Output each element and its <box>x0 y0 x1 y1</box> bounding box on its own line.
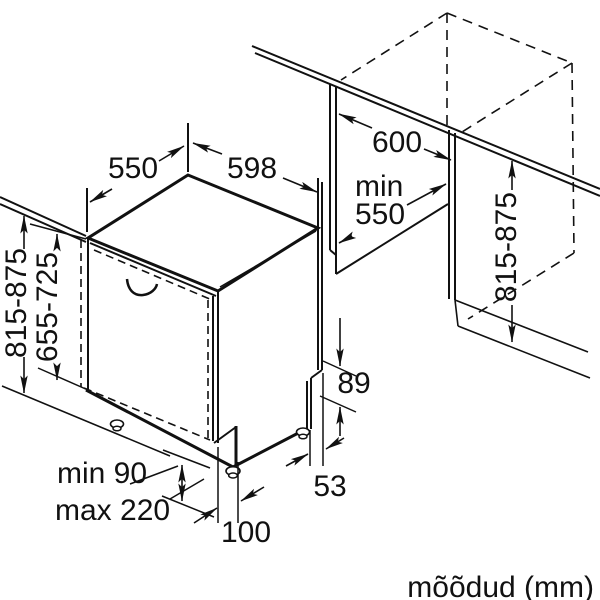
dim-line <box>338 231 357 244</box>
dim-line <box>282 177 318 193</box>
adjustable-feet <box>109 419 311 479</box>
bottom-extension-lines <box>217 360 357 523</box>
dim-front-foot: 100 <box>193 486 271 549</box>
dim-left-height-label: 815-875 <box>0 248 33 358</box>
dim-worktop-depth-label: 600 <box>372 126 422 159</box>
dim-rear-clearance: 89 <box>336 318 371 436</box>
foot-left-base <box>112 425 122 432</box>
box-door-top-rim <box>89 242 217 297</box>
dim-front-foot-label: 100 <box>221 516 271 549</box>
dim-left-height: 815-875 <box>0 215 33 394</box>
niche-dashed-outline <box>340 12 575 320</box>
box-top-rim <box>219 230 317 288</box>
dim-line <box>193 507 218 524</box>
dim-rear-foot-label: 53 <box>313 470 346 503</box>
door-handle <box>125 278 159 297</box>
dim-niche-depth-label-min: min <box>355 170 403 203</box>
dim-niche-depth: min 550 <box>338 170 447 244</box>
dim-top-width-label: 598 <box>227 152 277 185</box>
dim-right-height-label: 815-875 <box>490 192 523 302</box>
dim-worktop-depth: 600 <box>338 113 452 161</box>
dim-line <box>285 453 309 467</box>
dim-door-height-label: 655-725 <box>31 252 64 362</box>
dim-line <box>406 183 447 206</box>
dim-top-depth-label: 550 <box>108 152 158 185</box>
dim-top-width: 598 <box>192 142 318 193</box>
dim-top-depth: 550 <box>89 145 185 203</box>
dim-line <box>192 142 223 155</box>
dim-line <box>338 113 373 129</box>
dishwasher-box <box>80 123 323 479</box>
dim-line <box>325 436 345 450</box>
dim-plinth-height: min 90 max 220 <box>55 457 186 527</box>
dim-plinth-min-label: min 90 <box>57 457 147 490</box>
dim-rear-foot: 53 <box>285 436 347 503</box>
niche-wall <box>329 84 456 300</box>
box-top-face <box>84 173 322 293</box>
dim-rear-clearance-label: 89 <box>337 367 370 400</box>
dim-extension <box>29 223 89 391</box>
floor-strip-right <box>454 299 591 379</box>
dim-line <box>158 145 185 162</box>
box-vertical-edges <box>86 123 323 444</box>
niche-cube-edges <box>340 12 575 320</box>
units-note: mõõdud (mm) <box>407 571 594 600</box>
dim-line <box>89 188 113 203</box>
dim-line <box>423 148 452 161</box>
dim-door-height: 655-725 <box>29 223 89 391</box>
worktop-right-edge <box>251 45 600 197</box>
foot-right-base <box>298 433 308 440</box>
dim-niche-depth-label-value: 550 <box>355 198 405 231</box>
niche-wall-edges <box>329 84 456 300</box>
dim-plinth-max-label: max 220 <box>55 494 170 527</box>
dim-line <box>240 486 265 502</box>
floor-line-left <box>1 385 215 518</box>
foot-front-base <box>227 472 239 479</box>
dim-right-height: 815-875 <box>490 160 523 343</box>
floor-lines <box>1 299 591 518</box>
reference-lines <box>217 360 357 523</box>
